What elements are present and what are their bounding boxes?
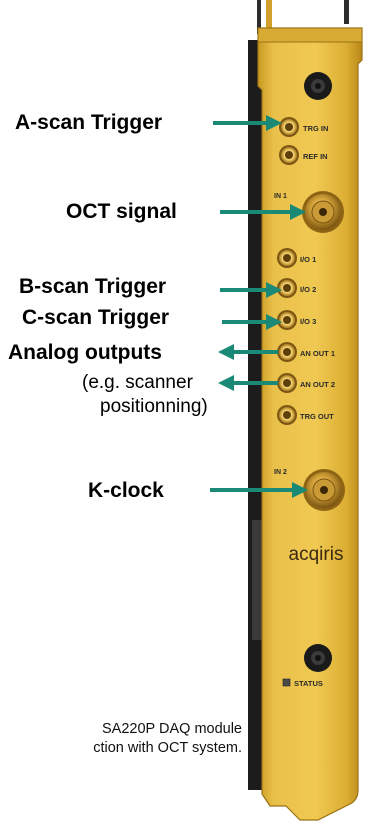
io2-connector [277,278,297,298]
an-out2-label: AN OUT 2 [300,380,335,389]
b-scan-arrow-icon [220,282,282,298]
status-led-icon [282,678,291,687]
analog-outputs-label: Analog outputs [8,341,162,364]
trg-out-connector [277,405,297,425]
analog-note-line1: (e.g. scanner [82,372,193,393]
io1-connector [277,248,297,268]
analog-out2-arrow-icon [218,375,278,391]
k-clock-arrow-icon [210,482,308,498]
in1-label: IN 1 [274,193,287,200]
in1-connector [302,191,344,233]
io1-label: I/O 1 [300,255,316,264]
ref-in-label: REF IN [303,152,328,161]
status-label: STATUS [294,679,323,688]
trg-out-label: TRG OUT [300,412,334,421]
bottom-screw-icon [304,644,332,672]
c-scan-arrow-icon [222,314,282,330]
an-out1-connector [277,342,297,362]
analog-note-line2: positionning) [100,396,208,417]
bracket-top-fold [257,27,363,43]
in2-label: IN 2 [274,469,287,476]
oct-signal-arrow-icon [220,204,306,220]
in2-connector [303,469,345,511]
ref-in-connector [279,145,299,165]
io3-label: I/O 3 [300,317,316,326]
a-scan-trigger-label: A-scan Trigger [15,111,163,134]
pcb-edge [248,40,262,790]
caption-line2: ction with OCT system. [93,739,242,756]
gold-bracket [257,27,363,821]
an-out1-label: AN OUT 1 [300,349,335,358]
io3-connector [277,310,297,330]
c-scan-trigger-label: C-scan Trigger [22,306,170,329]
top-screw-icon [304,72,332,100]
figure-caption: SA220P DAQ module ction with OCT system. [93,720,242,757]
oct-signal-label: OCT signal [66,200,177,223]
analog-out1-arrow-icon [218,344,278,360]
top-wires [257,0,349,34]
trg-in-label: TRG IN [303,124,328,133]
an-out2-connector [277,373,297,393]
trg-in-connector [279,117,299,137]
caption-line1: SA220P DAQ module [102,721,242,737]
b-scan-trigger-label: B-scan Trigger [19,275,167,298]
a-scan-arrow-icon [213,115,282,131]
k-clock-label: K-clock [88,479,164,502]
brand-logo: acqiris [289,544,344,565]
io2-label: I/O 2 [300,285,316,294]
